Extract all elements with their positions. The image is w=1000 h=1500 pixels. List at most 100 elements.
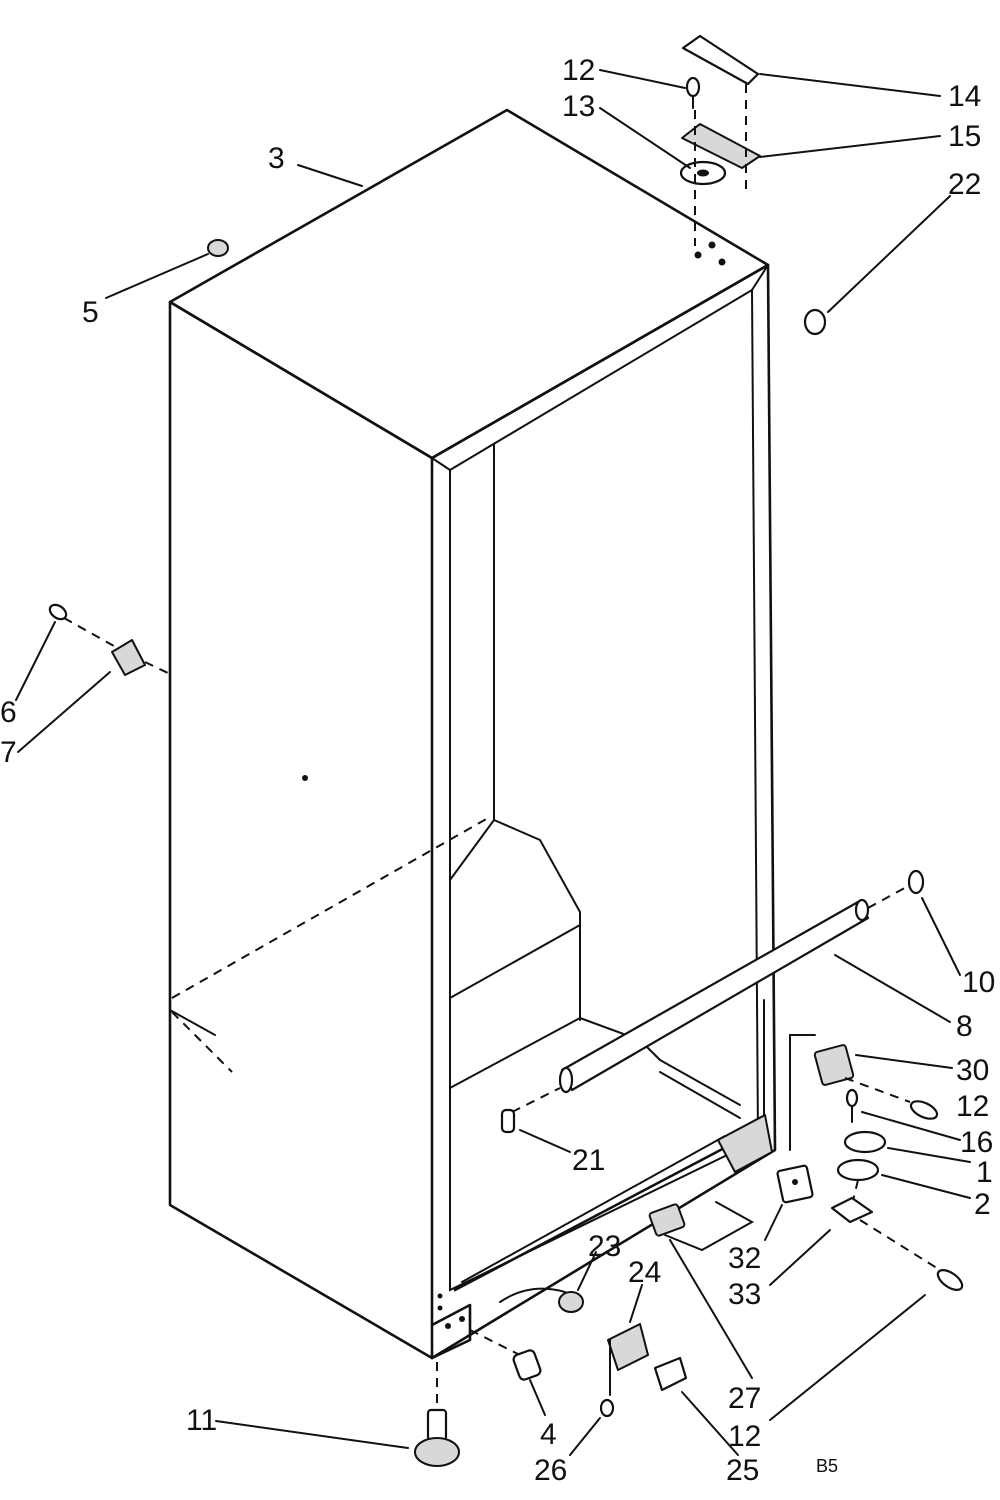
callout-labels: 3 5 6 7 12 13 14 15 22 10 8 30 12 16 1 2… xyxy=(0,54,995,1487)
hinge-part-30 xyxy=(813,1044,855,1086)
callout-33: 33 xyxy=(728,1278,761,1311)
leader-8 xyxy=(834,954,951,1023)
wire-harness-23 xyxy=(499,1287,566,1303)
callout-11: 11 xyxy=(186,1404,217,1437)
front-frame-inner xyxy=(449,288,760,1292)
callout-22: 22 xyxy=(948,168,981,201)
connector-23 xyxy=(558,1291,584,1313)
hinge-arm-line xyxy=(659,1071,741,1119)
hinge-hole xyxy=(708,241,716,249)
cabinet-top-face xyxy=(168,108,770,460)
mullion-outline xyxy=(449,924,581,999)
cabinet-side-face xyxy=(168,300,434,1360)
switch-part-27 xyxy=(648,1203,686,1237)
plate-part-33 xyxy=(830,1196,874,1224)
hidden-divider-line xyxy=(171,1011,233,1073)
screw-dot xyxy=(437,1293,443,1299)
leader-25 xyxy=(681,1391,739,1456)
callout-12-bottom: 12 xyxy=(728,1420,761,1453)
toe-plate xyxy=(430,1303,472,1360)
washer-part-2 xyxy=(836,1158,880,1182)
callout-6: 6 xyxy=(0,696,17,729)
leader-12a xyxy=(599,69,686,89)
connector-part-25 xyxy=(653,1356,688,1392)
hinge-hole xyxy=(694,251,702,259)
leader-27 xyxy=(669,1239,753,1379)
bracket-part-24 xyxy=(607,1323,649,1371)
leader-10 xyxy=(921,897,961,976)
leader-12c xyxy=(769,1294,926,1421)
hinge-plate-part xyxy=(681,123,761,169)
leader-16 xyxy=(861,1111,961,1141)
leader-21 xyxy=(519,1129,571,1153)
assembly-line xyxy=(63,617,131,656)
callout-3: 3 xyxy=(268,142,285,175)
hinge-cover-part xyxy=(681,34,760,86)
hinge-block xyxy=(717,1114,773,1173)
screw-part-12 xyxy=(909,1100,939,1120)
callout-14: 14 xyxy=(948,80,981,113)
hinge-screw-part xyxy=(685,76,701,98)
rod-assembly xyxy=(500,869,925,1134)
end-cap-10 xyxy=(907,869,925,895)
callout-32: 32 xyxy=(728,1242,761,1275)
hole-plug-part xyxy=(803,308,827,336)
screw-part-12-bottom xyxy=(936,1269,964,1291)
callout-7: 7 xyxy=(0,736,17,769)
leader-1 xyxy=(887,1147,971,1163)
screw-dot xyxy=(437,1305,443,1311)
side-parts-6-7 xyxy=(48,603,171,676)
top-hinge-assembly xyxy=(679,34,761,246)
callout-27: 27 xyxy=(728,1382,761,1415)
callout-12-top: 12 xyxy=(562,54,595,87)
side-dot xyxy=(302,775,308,781)
callout-24: 24 xyxy=(628,1256,661,1289)
callout-23: 23 xyxy=(588,1230,621,1263)
callout-26: 26 xyxy=(534,1454,567,1487)
callout-30: 30 xyxy=(956,1054,989,1087)
leader-11 xyxy=(215,1420,409,1449)
callout-4: 4 xyxy=(540,1418,557,1451)
assembly-line xyxy=(469,1329,521,1356)
tube-end xyxy=(558,1066,574,1094)
assembly-line xyxy=(867,883,913,909)
mullion-outline xyxy=(449,1017,581,1089)
end-cap-21 xyxy=(500,1108,516,1134)
frame-edge xyxy=(431,457,451,471)
side-seam xyxy=(169,1009,216,1036)
washer-part-1 xyxy=(843,1130,887,1154)
mullion-outline xyxy=(449,819,495,881)
switch-outline xyxy=(664,1201,755,1252)
screw-part-16 xyxy=(845,1088,859,1108)
assembly-line xyxy=(511,1087,561,1113)
leader-15 xyxy=(759,135,941,158)
callout-10: 10 xyxy=(962,966,995,999)
callout-5: 5 xyxy=(82,296,99,329)
assembly-line xyxy=(859,1219,941,1271)
leader-6 xyxy=(15,621,56,701)
leader-33 xyxy=(769,1229,831,1286)
leveling-leg-stem xyxy=(426,1408,448,1442)
plug-22 xyxy=(803,308,827,336)
callout-16: 16 xyxy=(960,1126,993,1159)
callout-2: 2 xyxy=(974,1188,991,1221)
mullion-outline xyxy=(659,1059,741,1106)
assembly-line xyxy=(844,1077,911,1103)
assembly-line xyxy=(144,661,171,675)
clip-part-4 xyxy=(512,1349,542,1381)
side-clip-part xyxy=(111,639,146,676)
frame-edge xyxy=(751,264,769,291)
leveling-leg-base xyxy=(414,1437,460,1467)
cabinet-body xyxy=(168,108,816,1360)
callout-21: 21 xyxy=(572,1144,605,1177)
bottom-rail xyxy=(453,1143,732,1292)
callout-25: 25 xyxy=(726,1454,759,1487)
leader-lines xyxy=(15,69,971,1456)
bracket-hole xyxy=(792,1179,798,1185)
callout-13: 13 xyxy=(562,90,595,123)
leader-2 xyxy=(881,1174,971,1199)
leader-3 xyxy=(297,164,363,187)
leader-22 xyxy=(827,195,951,313)
